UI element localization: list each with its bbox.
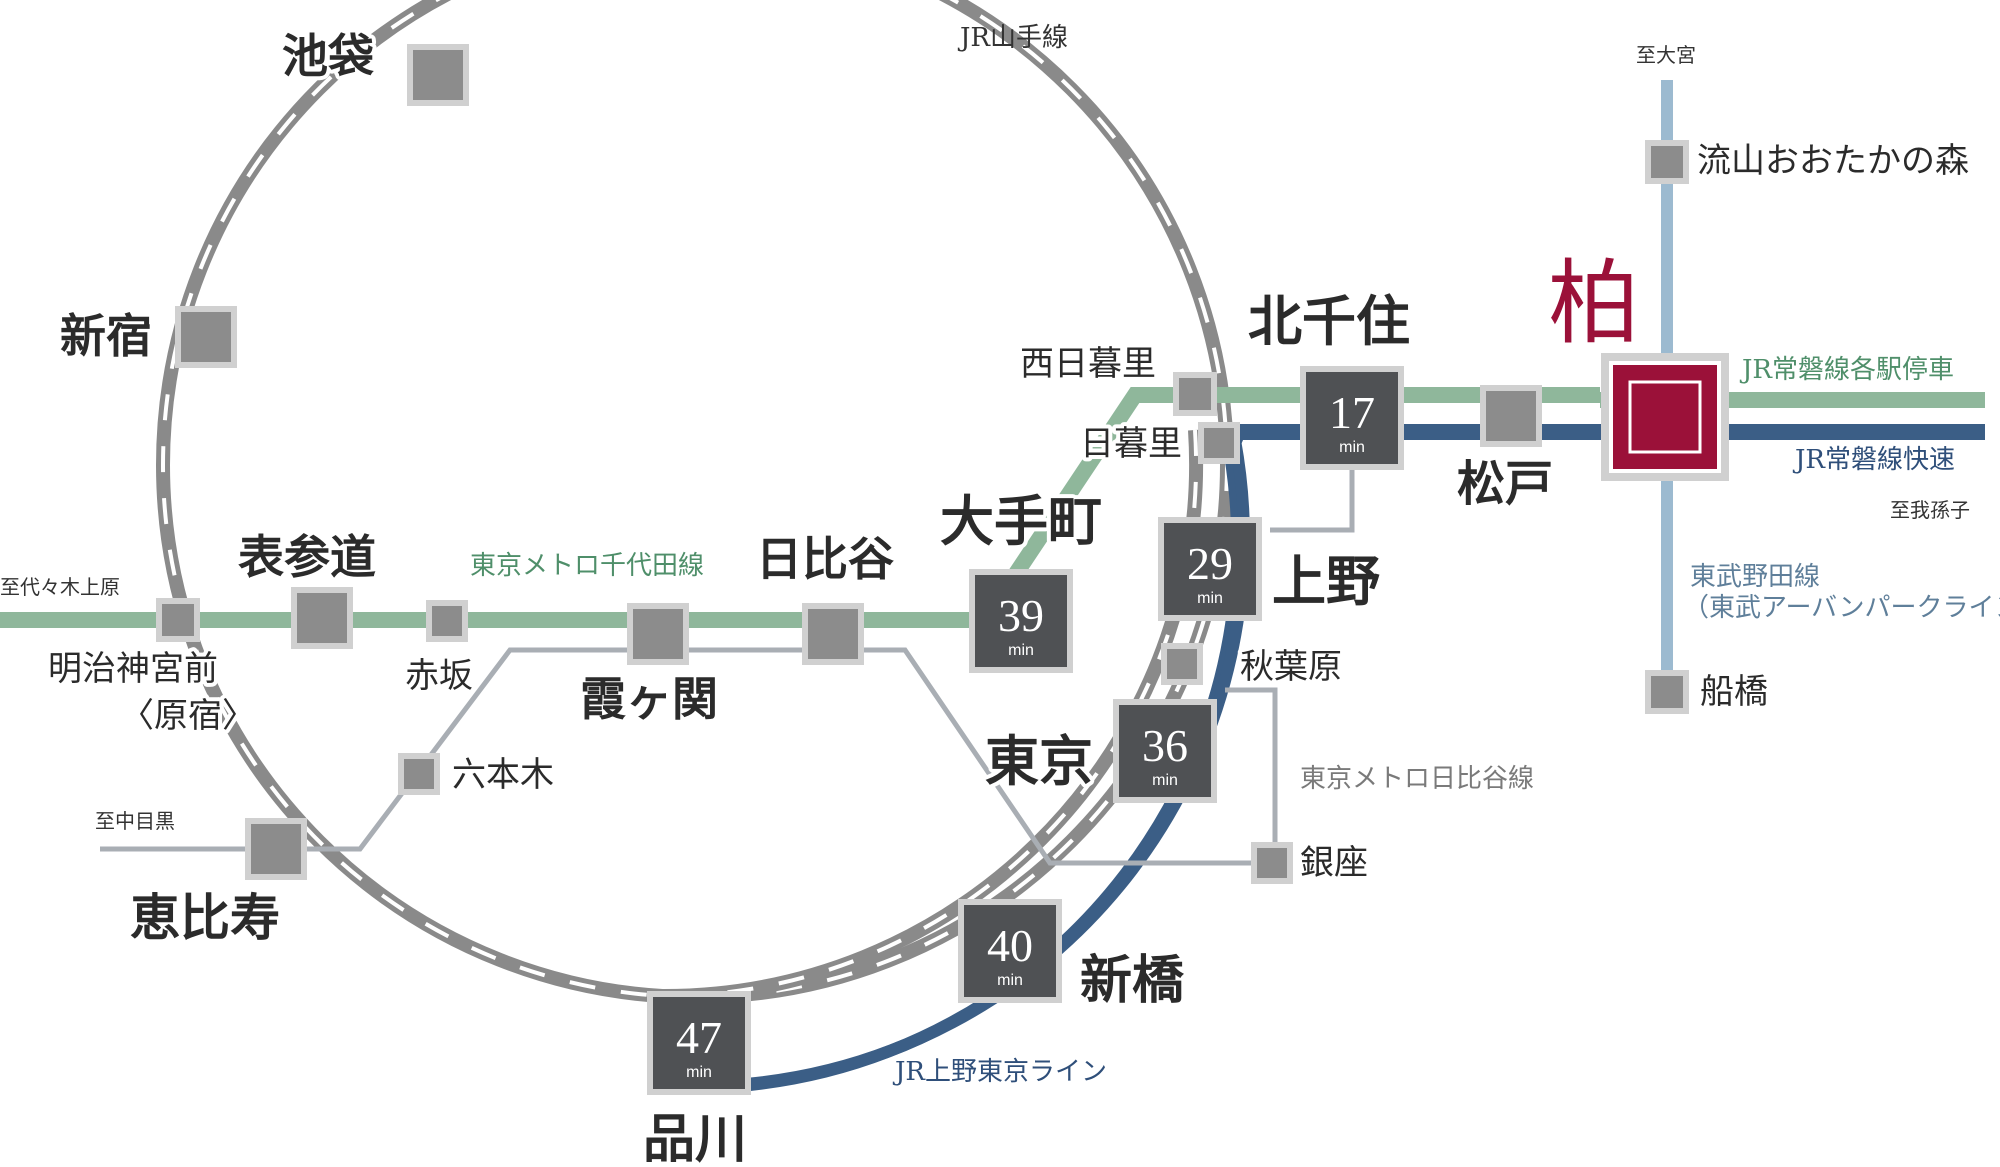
station-ikebukuro[interactable] bbox=[407, 44, 469, 106]
direction-abiko: 至我孫子 bbox=[1890, 498, 1970, 522]
label-funabashi: 船橋 bbox=[1700, 672, 1768, 712]
label-kasumigaseki: 霞ヶ関 bbox=[580, 672, 718, 726]
label-joban-local: JR常磐線各駅停車 bbox=[1739, 355, 1954, 385]
station-hibiya[interactable] bbox=[802, 603, 864, 665]
svg-text:min: min bbox=[1152, 772, 1178, 789]
time-box-shinagawa: 47 min bbox=[647, 991, 751, 1095]
label-tokyo: 東京 bbox=[985, 729, 1093, 793]
label-hibiya-line: 東京メトロ日比谷線 bbox=[1300, 764, 1534, 794]
svg-text:29: 29 bbox=[1187, 538, 1233, 589]
direction-naka-meguro: 至中目黒 bbox=[95, 809, 175, 833]
label-nippori: 日暮里 bbox=[1080, 424, 1182, 464]
time-box-kita-senju: 17 min bbox=[1300, 366, 1404, 470]
label-chiyoda: 東京メトロ千代田線 bbox=[470, 551, 704, 581]
svg-text:36: 36 bbox=[1142, 720, 1188, 771]
svg-text:min: min bbox=[1008, 642, 1034, 659]
label-ebisu: 恵比寿 bbox=[130, 888, 280, 947]
station-akihabara[interactable] bbox=[1161, 643, 1203, 685]
label-hibiya: 日比谷 bbox=[756, 532, 894, 586]
label-nagareyama: 流山おおたかの森 bbox=[1697, 141, 1969, 181]
label-ginza: 銀座 bbox=[1300, 843, 1368, 883]
label-shinagawa: 品川 bbox=[643, 1109, 747, 1167]
label-shinjuku: 新宿 bbox=[60, 309, 152, 363]
svg-text:min: min bbox=[1197, 590, 1223, 607]
label-nishi-nippori: 西日暮里 bbox=[1020, 344, 1156, 384]
station-matsudo[interactable] bbox=[1480, 385, 1542, 447]
station-nishi-nippori[interactable] bbox=[1173, 372, 1217, 416]
label-shimbashi: 新橋 bbox=[1080, 950, 1185, 1011]
label-omotesando: 表参道 bbox=[238, 530, 376, 584]
time-box-ueno: 29 min bbox=[1158, 517, 1262, 621]
label-kita-senju: 北千住 bbox=[1248, 289, 1410, 353]
time-box-shimbashi: 40 min bbox=[958, 899, 1062, 1003]
station-ginza[interactable] bbox=[1251, 842, 1293, 884]
label-ueno-tokyo: JR上野東京ライン bbox=[892, 1057, 1107, 1087]
station-roppongi[interactable] bbox=[398, 753, 440, 795]
label-yamanote: JR山手線 bbox=[957, 23, 1068, 53]
station-kasumigaseki[interactable] bbox=[627, 603, 689, 665]
label-akihabara: 秋葉原 bbox=[1240, 647, 1342, 687]
svg-text:17: 17 bbox=[1329, 387, 1375, 438]
svg-text:min: min bbox=[686, 1064, 712, 1081]
label-ueno: 上野 bbox=[1272, 549, 1380, 613]
station-nippori[interactable] bbox=[1198, 422, 1240, 464]
direction-omiya: 至大宮 bbox=[1636, 43, 1696, 67]
direction-yoyogi-uehara: 至代々木上原 bbox=[0, 575, 120, 599]
label-joban-rapid: JR常磐線快速 bbox=[1792, 445, 1955, 475]
station-meiji-jingumae[interactable] bbox=[156, 598, 200, 642]
label-meiji-jingumae: 明治神宮前 bbox=[48, 649, 218, 689]
label-tobu-noda-2: （東武アーバンパークライン） bbox=[1683, 593, 2000, 623]
time-box-otemachi: 39 min bbox=[969, 569, 1073, 673]
time-box-tokyo: 36 min bbox=[1113, 699, 1217, 803]
station-kashiwa[interactable] bbox=[1601, 353, 1729, 481]
station-nagareyama[interactable] bbox=[1645, 140, 1689, 184]
label-akasaka: 赤坂 bbox=[405, 656, 473, 696]
label-harajuku: 〈原宿〉 bbox=[120, 696, 256, 736]
label-matsudo: 松戸 bbox=[1457, 456, 1553, 512]
svg-text:40: 40 bbox=[987, 920, 1033, 971]
label-tobu-noda-1: 東武野田線 bbox=[1690, 562, 1820, 592]
label-ikebukuro: 池袋 bbox=[282, 29, 374, 83]
label-otemachi: 大手町 bbox=[940, 489, 1102, 553]
station-ebisu[interactable] bbox=[245, 818, 307, 880]
station-omotesando[interactable] bbox=[291, 587, 353, 649]
label-kashiwa: 柏 bbox=[1548, 250, 1640, 357]
svg-text:47: 47 bbox=[676, 1012, 722, 1063]
svg-text:min: min bbox=[997, 972, 1023, 989]
station-akasaka[interactable] bbox=[426, 600, 468, 642]
label-roppongi: 六本木 bbox=[452, 755, 554, 795]
svg-text:min: min bbox=[1339, 439, 1365, 456]
station-funabashi[interactable] bbox=[1645, 670, 1689, 714]
svg-text:39: 39 bbox=[998, 590, 1044, 641]
station-shinjuku[interactable] bbox=[175, 306, 237, 368]
station-markers bbox=[156, 44, 1689, 884]
